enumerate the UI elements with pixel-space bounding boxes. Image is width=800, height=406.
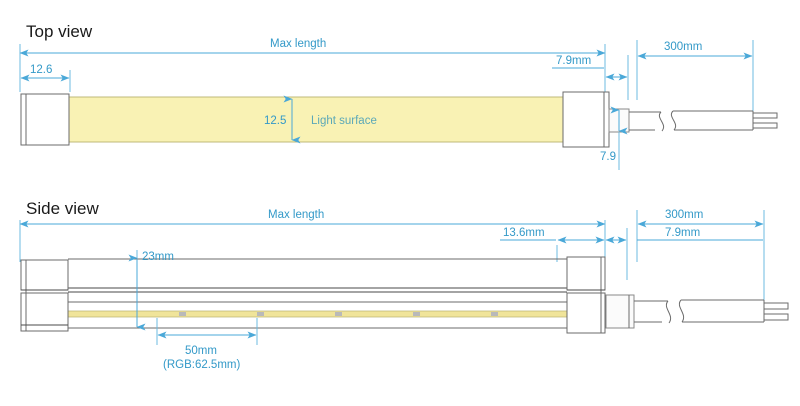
top-cable-break-1 (658, 111, 665, 132)
side-cable-break-1 (665, 300, 672, 324)
top-maxlength-label: Max length (270, 38, 326, 50)
side-body-height-label: 23mm (142, 251, 174, 263)
side-led-dot (413, 312, 420, 316)
light-surface-label: Light surface (311, 115, 377, 127)
side-maxlength-label: Max length (268, 209, 324, 221)
side-view-title: Side view (26, 199, 99, 218)
side-led-dot (491, 312, 498, 316)
side-led-pitch-label: 50mm (185, 345, 217, 357)
side-cable-break-2 (678, 299, 685, 323)
top-connector-length-label: 7.9mm (556, 55, 591, 67)
top-endcap-label: 12.6 (30, 64, 52, 76)
top-view-title: Top view (26, 22, 93, 41)
side-right-connector-upper (566, 256, 606, 291)
top-cable-break-2 (670, 110, 677, 131)
side-led-dot (257, 312, 264, 316)
light-surface-body (67, 96, 564, 143)
top-wire-lead-1 (752, 112, 778, 119)
top-right-connector-block (562, 91, 610, 148)
top-wire-lead-2 (752, 122, 778, 129)
side-cable-length-label: 300mm (665, 209, 703, 221)
top-light-height-label: 12.5 (264, 115, 286, 127)
side-led-dot (335, 312, 342, 316)
top-barrel-height-label: 7.9 (600, 151, 616, 163)
top-cable-length-label: 300mm (664, 41, 702, 53)
side-led-pitch-rgb-label: (RGB:62.5mm) (163, 359, 240, 371)
side-cable-diameter-label: 7.9mm (665, 227, 700, 239)
side-wire-lead-1 (763, 302, 789, 310)
side-connector-barrel (605, 294, 635, 329)
side-connector-length-label: 13.6mm (503, 227, 545, 239)
side-led-dot (179, 312, 186, 316)
side-wire-lead-2 (763, 313, 789, 321)
top-left-end-cap (20, 93, 70, 146)
side-left-end-cap-upper (20, 259, 69, 291)
side-right-connector-lower (566, 292, 606, 334)
